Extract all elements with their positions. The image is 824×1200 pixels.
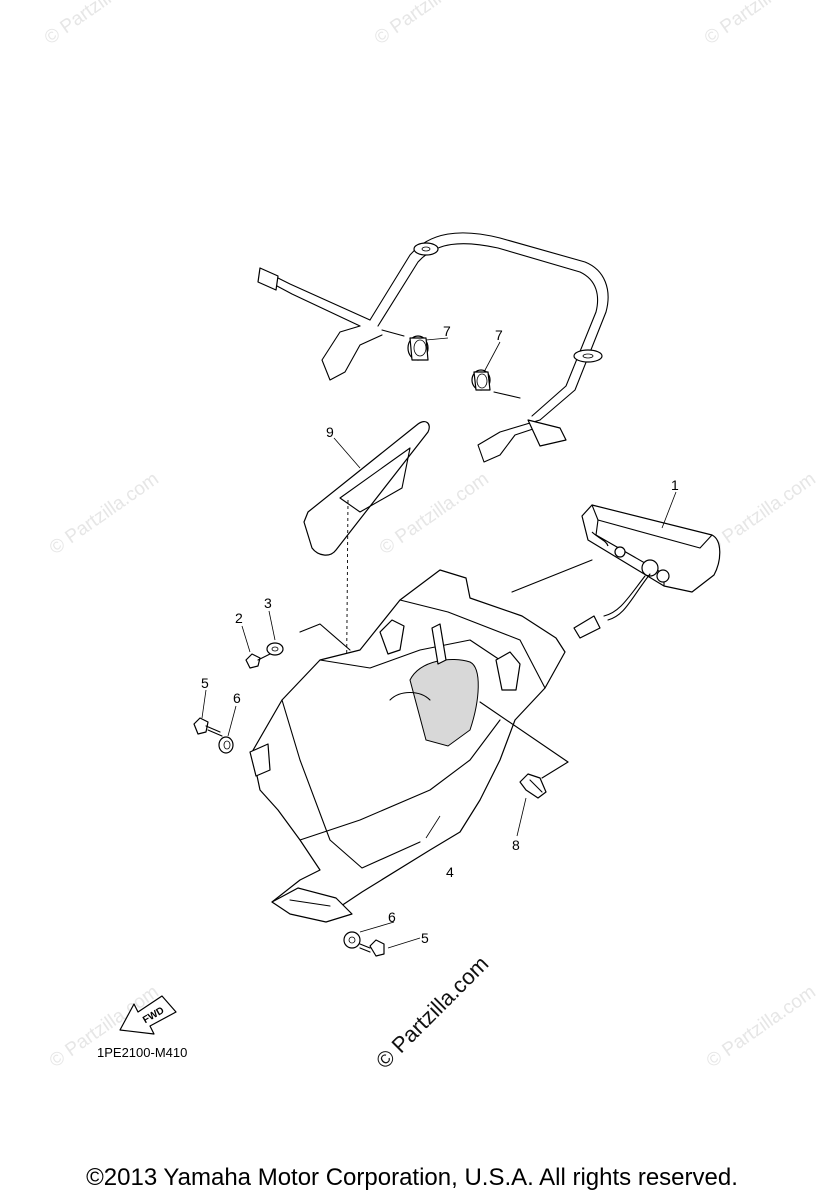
callout-6: 6 bbox=[388, 909, 396, 925]
copyright-notice: ©2013 Yamaha Motor Corporation, U.S.A. A… bbox=[86, 1164, 738, 1191]
leader-line bbox=[541, 761, 569, 779]
tail-light bbox=[573, 504, 721, 639]
callout-8: 8 bbox=[512, 837, 520, 853]
callout-9: 9 bbox=[326, 424, 334, 440]
leader-line bbox=[511, 559, 593, 593]
leader-line bbox=[479, 701, 569, 763]
collar-lower bbox=[343, 931, 361, 949]
diagram-code: 1PE2100-M410 bbox=[97, 1045, 188, 1060]
grab-bar bbox=[257, 232, 609, 463]
collar-upper bbox=[218, 736, 234, 754]
leader-line bbox=[299, 623, 351, 651]
callout-numbers: 1 2 3 4 5 5 6 6 7 7 8 9 bbox=[201, 323, 679, 946]
watermark: © Partzilla.com bbox=[376, 468, 493, 559]
callout-2: 2 bbox=[235, 610, 243, 626]
watermark: © Partzilla.com bbox=[46, 468, 163, 559]
label-plate bbox=[303, 420, 430, 556]
callout-3: 3 bbox=[264, 595, 272, 611]
callout-5: 5 bbox=[421, 930, 429, 946]
watermark: © Partzilla.com bbox=[703, 981, 820, 1072]
callout-4: 4 bbox=[446, 864, 454, 880]
watermark: © Partzilla.com bbox=[703, 468, 820, 559]
damper-upper bbox=[407, 335, 429, 361]
clamp bbox=[519, 773, 547, 799]
bolt-upper bbox=[193, 717, 223, 737]
watermark: © Partzilla.com bbox=[701, 0, 818, 49]
bolt-lower bbox=[359, 939, 385, 957]
callout-6: 6 bbox=[233, 690, 241, 706]
callout-5: 5 bbox=[201, 675, 209, 691]
watermark-large: © Partzilla.com bbox=[371, 951, 494, 1074]
callout-1: 1 bbox=[671, 477, 679, 493]
callout-7: 7 bbox=[443, 323, 451, 339]
rear-fender bbox=[249, 569, 566, 923]
callout-leaders bbox=[201, 337, 677, 949]
callout-7: 7 bbox=[495, 327, 503, 343]
screw bbox=[245, 653, 271, 669]
watermark: © Partzilla.com bbox=[371, 0, 488, 49]
damper-lower bbox=[471, 369, 491, 391]
fwd-arrow-icon: FWD bbox=[119, 995, 177, 1035]
watermark: © Partzilla.com bbox=[41, 0, 158, 49]
washer bbox=[266, 642, 284, 656]
